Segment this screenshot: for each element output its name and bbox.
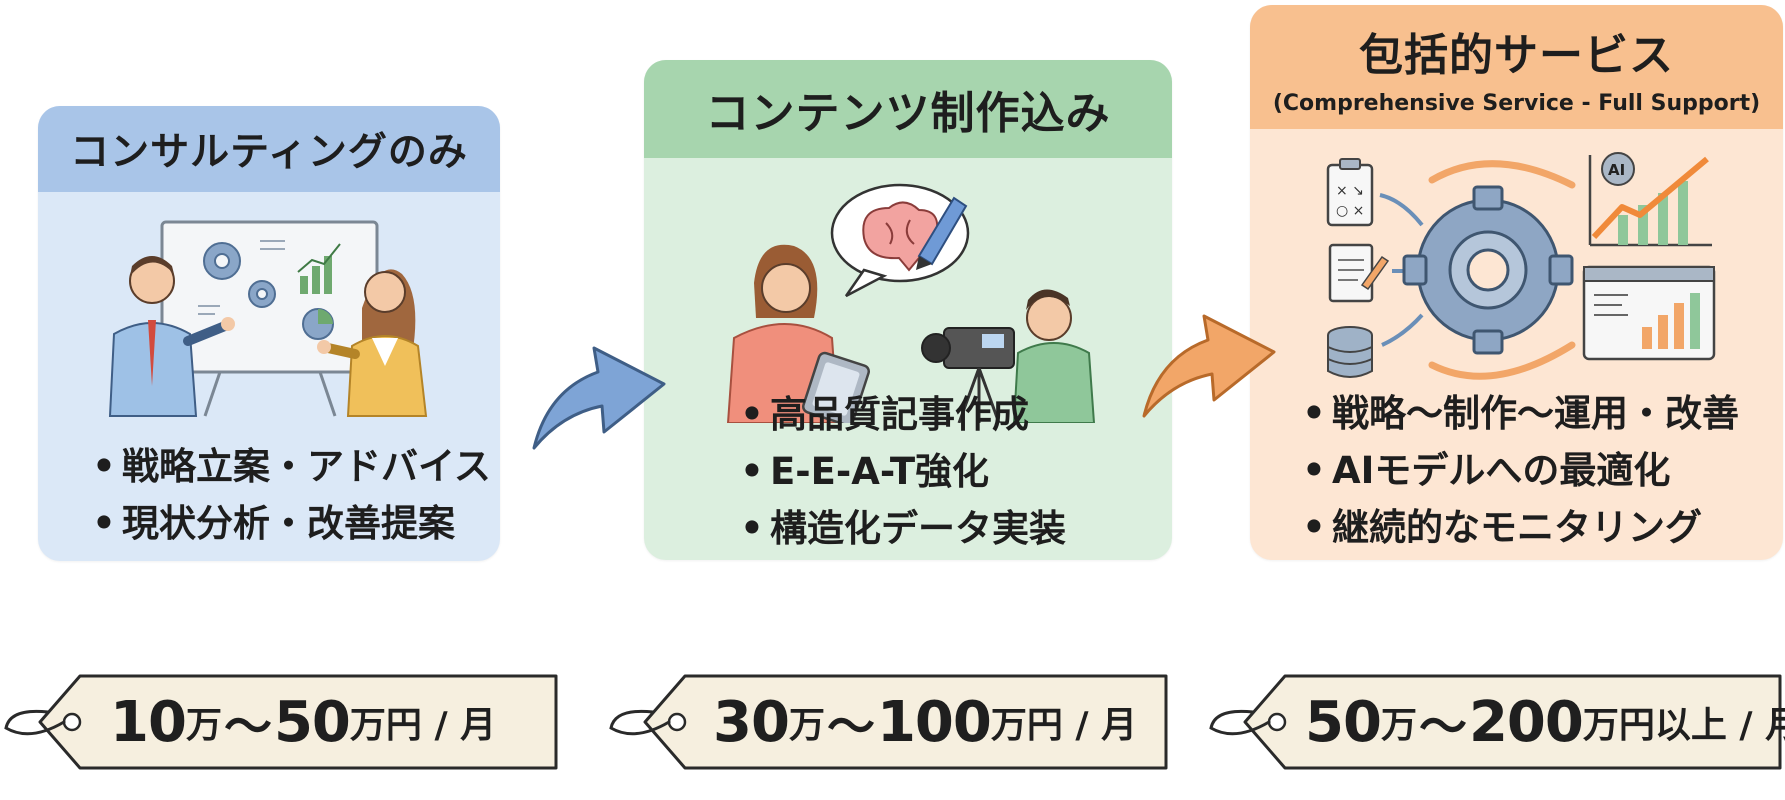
tag-icon [4,674,558,770]
plan-bullet: 戦略〜制作〜運用・改善 [1300,385,1739,442]
price-unit: 万円以上 [1582,705,1727,746]
big-gear-icon [1402,185,1574,355]
plan-bullets: 戦略立案・アドバイス 現状分析・改善提案 [90,438,491,552]
price-unit: 万 [185,705,222,746]
flow-arrow-icon [1142,314,1276,418]
plan-bullet: E-E-A-T強化 [738,443,1066,500]
gear-icon [203,242,276,308]
plan-title: コンサルティングのみ [70,130,468,175]
price-from: 50 [1305,689,1382,755]
price-from: 10 [110,689,187,755]
tag-icon [1209,674,1782,770]
plan-bullet: AIモデルへの最適化 [1300,442,1739,499]
price-separator: 〜 [223,699,272,755]
price-separator: 〜 [1418,699,1467,755]
price-separator: 〜 [826,699,875,755]
video-camera-icon [921,327,1015,423]
price-unit: 万円 [990,705,1063,746]
plan-title: 包括的サービス [1359,29,1674,81]
price-period: / 月 [1739,705,1785,746]
price-to: 100 [876,689,992,755]
svg-text:× ↘: × ↘ [1336,183,1364,199]
plan-header: 包括的サービス (Comprehensive Service - Full Su… [1250,5,1783,129]
brain-icon [862,201,939,272]
plan-card-content: コンテンツ制作込み [644,60,1172,560]
price-tag: 10 万 〜 50 万円 / 月 [0,672,560,772]
dashboard-chart-icon [1582,265,1716,361]
plan-bullets: 戦略〜制作〜運用・改善 AIモデルへの最適化 継続的なモニタリング [1300,385,1739,556]
price-from: 30 [713,689,790,755]
flow-arrow-icon [532,346,666,450]
price-unit: 万円 [349,705,422,746]
plan-card-consulting: コンサルティングのみ [38,106,500,561]
price-to: 50 [273,689,351,755]
consultant-woman-icon [317,269,428,417]
database-icon [1327,326,1373,378]
plan-bullet: 戦略立案・アドバイス [90,438,491,495]
bar-chart-icon [297,243,341,294]
svg-text:AI: AI [1608,161,1625,179]
clipboard-strategy-icon: × ↘ ○ × [1326,158,1374,227]
svg-text:○ ×: ○ × [1336,203,1364,219]
plan-header: コンテンツ制作込み [644,60,1172,158]
document-icon [1328,243,1390,303]
plan-bullets: 高品質記事作成 E-E-A-T強化 構造化データ実装 [738,386,1066,557]
plan-bullet: 現状分析・改善提案 [90,495,491,552]
pie-chart-icon [302,308,334,340]
price-label: 10 万 〜 50 万円 / 月 [110,672,496,772]
pen-icon [916,196,968,270]
full-service-illustration: × ↘ ○ × [1326,152,1716,380]
plan-bullet: 高品質記事作成 [738,386,1066,443]
price-unit: 万 [788,705,825,746]
price-to: 200 [1468,689,1584,755]
consulting-illustration [108,220,428,417]
ai-growth-chart-icon: AI [1588,152,1712,247]
price-tag: 50 万 〜 200 万円以上 / 月 [1205,672,1785,772]
price-label: 50 万 〜 200 万円以上 / 月 [1305,672,1785,772]
price-period: / 月 [1062,705,1138,746]
plan-subtitle: (Comprehensive Service - Full Support) [1272,90,1761,116]
plan-card-full-service: 包括的サービス (Comprehensive Service - Full Su… [1250,5,1783,560]
plan-bullet: 継続的なモニタリング [1300,499,1739,556]
plan-title: コンテンツ制作込み [705,88,1111,139]
price-period: / 月 [421,705,497,746]
price-label: 30 万 〜 100 万円 / 月 [713,672,1137,772]
consultant-man-icon [108,256,235,417]
price-tag: 30 万 〜 100 万円 / 月 [605,672,1170,772]
price-unit: 万 [1380,705,1417,746]
plan-bullet: 構造化データ実装 [738,500,1066,557]
plan-header: コンサルティングのみ [38,106,500,192]
tag-icon [609,674,1168,770]
